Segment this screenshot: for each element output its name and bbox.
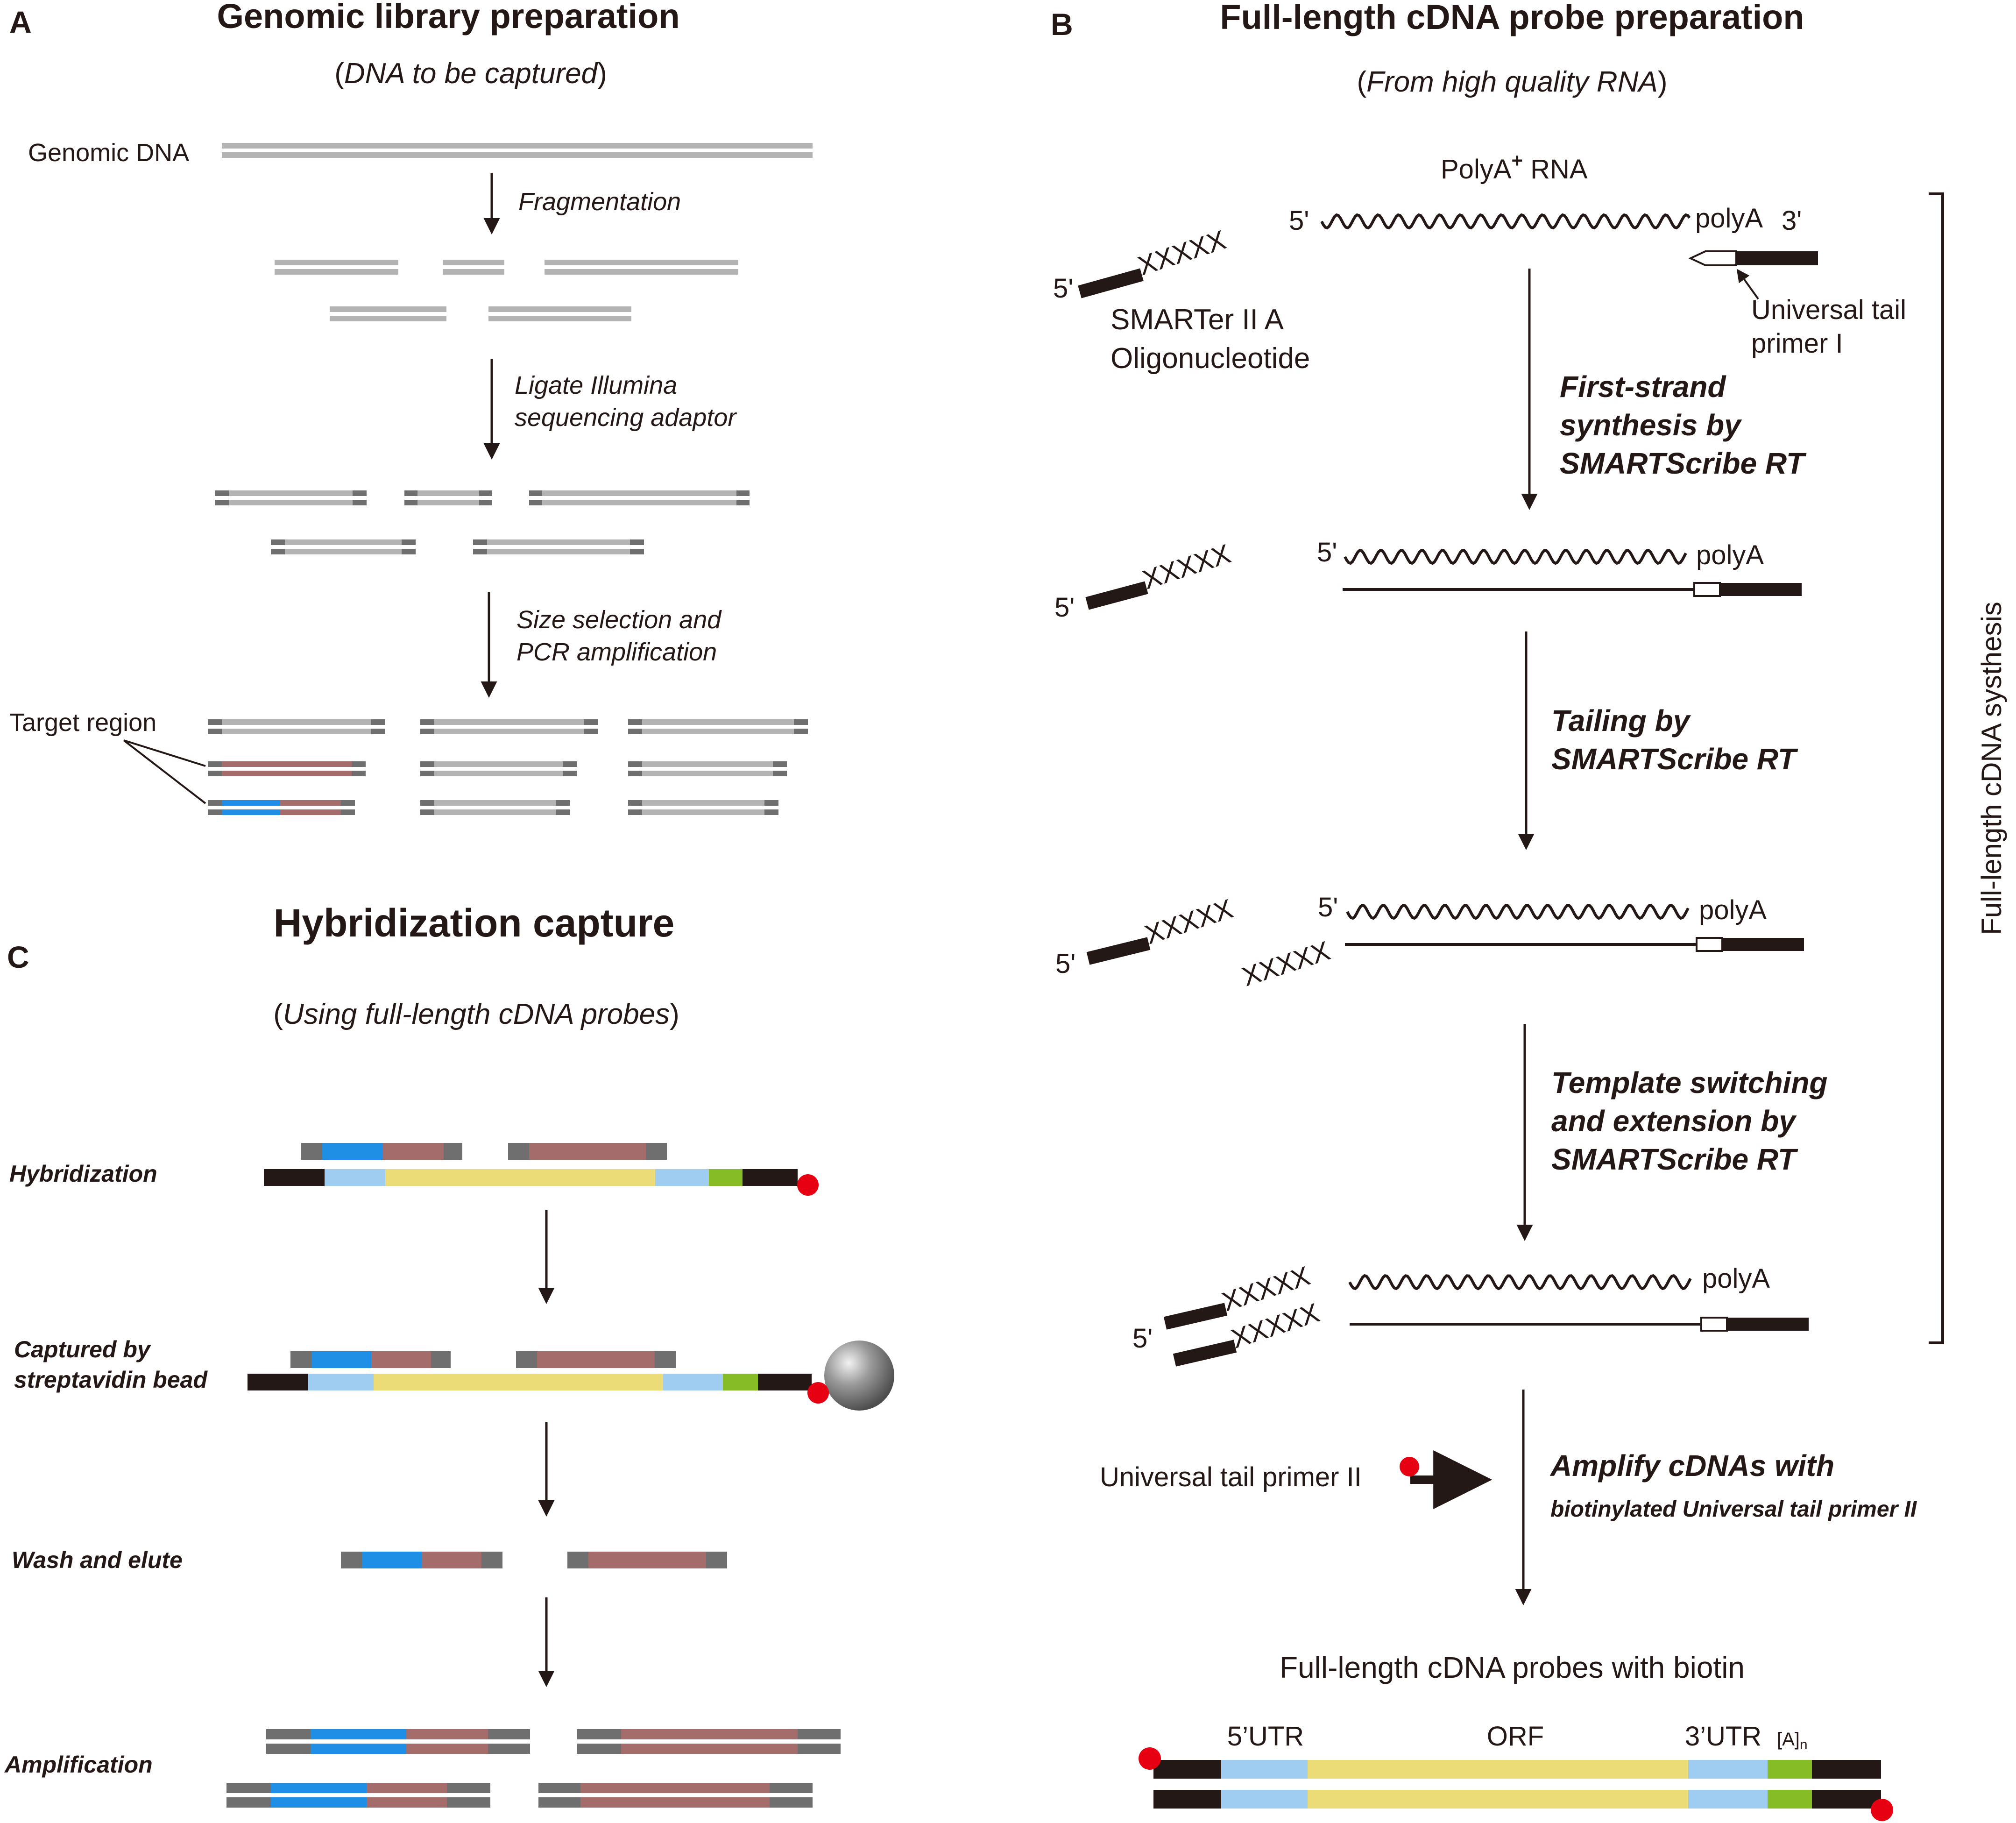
amplify-label-line1: Amplify cDNAs with bbox=[1549, 1449, 1834, 1483]
smarter-oligo-0: 5' XXXXX bbox=[1053, 225, 1230, 304]
step2-polya: polyA bbox=[1699, 895, 1767, 925]
biotin-dot bbox=[1871, 1799, 1893, 1821]
target-region-segments bbox=[222, 761, 352, 815]
rna-wave bbox=[1346, 903, 1690, 920]
captured-targets bbox=[290, 1351, 676, 1368]
final-probes-label: Full-length cDNA probes with biotin bbox=[1280, 1651, 1745, 1684]
panel-c-letter: C bbox=[7, 940, 29, 974]
rna-wave bbox=[1348, 1274, 1692, 1291]
primer-1-label-line2: primer I bbox=[1751, 328, 1843, 359]
rna-five-prime: 5' bbox=[1289, 206, 1309, 236]
panel-c-title: Hybridization capture bbox=[274, 901, 675, 945]
biotin-dot bbox=[797, 1174, 819, 1196]
utr5-label: 5’UTR bbox=[1227, 1721, 1304, 1752]
panel-c: C Hybridization capture (Using full-leng… bbox=[4, 901, 894, 1808]
hybridization-label: Hybridization bbox=[9, 1161, 157, 1187]
primer-1-pointer bbox=[1736, 269, 1759, 300]
utr3-label: 3’UTR bbox=[1685, 1721, 1761, 1752]
genomic-dna-label: Genomic DNA bbox=[28, 139, 189, 167]
first-strand-label-line1: First-strand bbox=[1560, 370, 1727, 404]
synthesis-bracket-label: Full-length cDNA systhesis bbox=[1976, 602, 2007, 935]
step1-polya: polyA bbox=[1696, 540, 1764, 570]
template-switch-label-line3: SMARTScribe RT bbox=[1551, 1142, 1798, 1176]
dna-fragments bbox=[275, 260, 738, 321]
target-region-label: Target region bbox=[9, 709, 156, 737]
amplify-label-line2: biotinylated Universal tail primer II bbox=[1550, 1497, 1917, 1522]
final-probe-bottom bbox=[1153, 1790, 1893, 1821]
step3-polya: polyA bbox=[1702, 1263, 1770, 1294]
panel-b: B Full-length cDNA probe preparation (Fr… bbox=[1051, 0, 2007, 1821]
panel-a: A Genomic library preparation (DNA to be… bbox=[9, 0, 813, 815]
tail-xxxxx: XXXXX bbox=[1238, 936, 1334, 993]
amplification-label: Amplification bbox=[4, 1752, 153, 1778]
orf-label: ORF bbox=[1487, 1721, 1544, 1752]
oligo-five-prime: 5' bbox=[1053, 273, 1073, 304]
step1-five-prime: 5' bbox=[1317, 537, 1337, 567]
captured-probe bbox=[248, 1341, 894, 1411]
smarter-oligo-1: 5' XXXXX bbox=[1054, 539, 1234, 623]
rna-three-prime: 3' bbox=[1782, 206, 1802, 236]
tailed-cdna: XXXXX bbox=[1238, 936, 1804, 993]
captured-label-line2: streptavidin bead bbox=[14, 1367, 208, 1393]
rna-polya: polyA bbox=[1695, 203, 1763, 234]
target-region-pointers bbox=[123, 739, 206, 804]
universal-tail-primer-2 bbox=[1400, 1450, 1493, 1509]
adaptor-ligated-fragments bbox=[215, 490, 750, 554]
step2-five-prime: 5' bbox=[1318, 892, 1338, 922]
genomic-dna-strand bbox=[222, 143, 813, 158]
size-selection-label-line1: Size selection and bbox=[516, 606, 722, 634]
oligo-five-prime: 5' bbox=[1054, 592, 1075, 623]
hybridization-probe bbox=[264, 1169, 819, 1196]
captured-label-line1: Captured by bbox=[14, 1336, 151, 1362]
smarter-label-line2: Oligonucleotide bbox=[1111, 342, 1310, 375]
first-strand-cdna bbox=[1343, 582, 1802, 597]
biotin-dot bbox=[1400, 1457, 1419, 1476]
ligation-label-line1: Ligate Illumina bbox=[515, 371, 677, 399]
size-selected-library bbox=[208, 719, 808, 815]
smarter-oligo-2: 5' XXXXX bbox=[1055, 894, 1237, 979]
rna-wave bbox=[1344, 548, 1687, 565]
wash-label: Wash and elute bbox=[12, 1547, 183, 1573]
biotin-dot bbox=[807, 1382, 829, 1404]
template-switch-label-line1: Template switching bbox=[1551, 1066, 1828, 1099]
oligo-five-prime: 5' bbox=[1132, 1323, 1153, 1354]
first-strand-label-line2: synthesis by bbox=[1560, 408, 1742, 442]
tailing-label-line1: Tailing by bbox=[1551, 704, 1691, 738]
panel-a-letter: A bbox=[9, 5, 32, 39]
final-probe-top bbox=[1139, 1747, 1881, 1779]
first-strand-label-line3: SMARTScribe RT bbox=[1560, 447, 1807, 480]
primer-2-label: Universal tail primer II bbox=[1100, 1462, 1362, 1492]
polya-rna-label: PolyA+ RNA bbox=[1441, 149, 1588, 184]
primer-1-label-line1: Universal tail bbox=[1751, 295, 1906, 325]
oligo-bar bbox=[1078, 268, 1144, 298]
panel-c-subtitle: (Using full-length cDNA probes) bbox=[273, 998, 679, 1030]
oligo-bar bbox=[1086, 937, 1151, 965]
eluted-targets bbox=[341, 1552, 727, 1568]
oligo-bar bbox=[1085, 581, 1148, 610]
oligo-xxxxx: XXXXX bbox=[1139, 539, 1234, 596]
template-switch-label-line2: and extension by bbox=[1551, 1104, 1797, 1138]
size-selection-label-line2: PCR amplification bbox=[516, 638, 717, 666]
synthesis-bracket bbox=[1929, 192, 1944, 1344]
panel-b-title: Full-length cDNA probe preparation bbox=[1220, 0, 1804, 36]
panel-b-subtitle: (From high quality RNA) bbox=[1357, 66, 1668, 98]
oligo-five-prime: 5' bbox=[1055, 949, 1075, 979]
panel-a-title: Genomic library preparation bbox=[217, 0, 679, 35]
smarter-label-line1: SMARTer II A bbox=[1111, 304, 1284, 336]
fragmentation-label: Fragmentation bbox=[518, 188, 681, 216]
panel-a-subtitle: (DNA to be captured) bbox=[334, 57, 607, 90]
rna-wave bbox=[1320, 213, 1691, 230]
polya-an-label: [A]n bbox=[1777, 1729, 1808, 1752]
universal-tail-primer-1 bbox=[1688, 250, 1818, 266]
ligation-label-line2: sequencing adaptor bbox=[515, 404, 737, 432]
biotin-dot bbox=[1139, 1747, 1161, 1770]
oligo-xxxxx: XXXXX bbox=[1134, 225, 1230, 282]
panel-b-letter: B bbox=[1051, 7, 1073, 42]
streptavidin-bead bbox=[824, 1341, 894, 1411]
hybridized-targets bbox=[301, 1143, 667, 1160]
oligo-xxxxx: XXXXX bbox=[1141, 894, 1237, 951]
amplified-library bbox=[226, 1729, 841, 1808]
tailing-label-line2: SMARTScribe RT bbox=[1551, 742, 1798, 776]
